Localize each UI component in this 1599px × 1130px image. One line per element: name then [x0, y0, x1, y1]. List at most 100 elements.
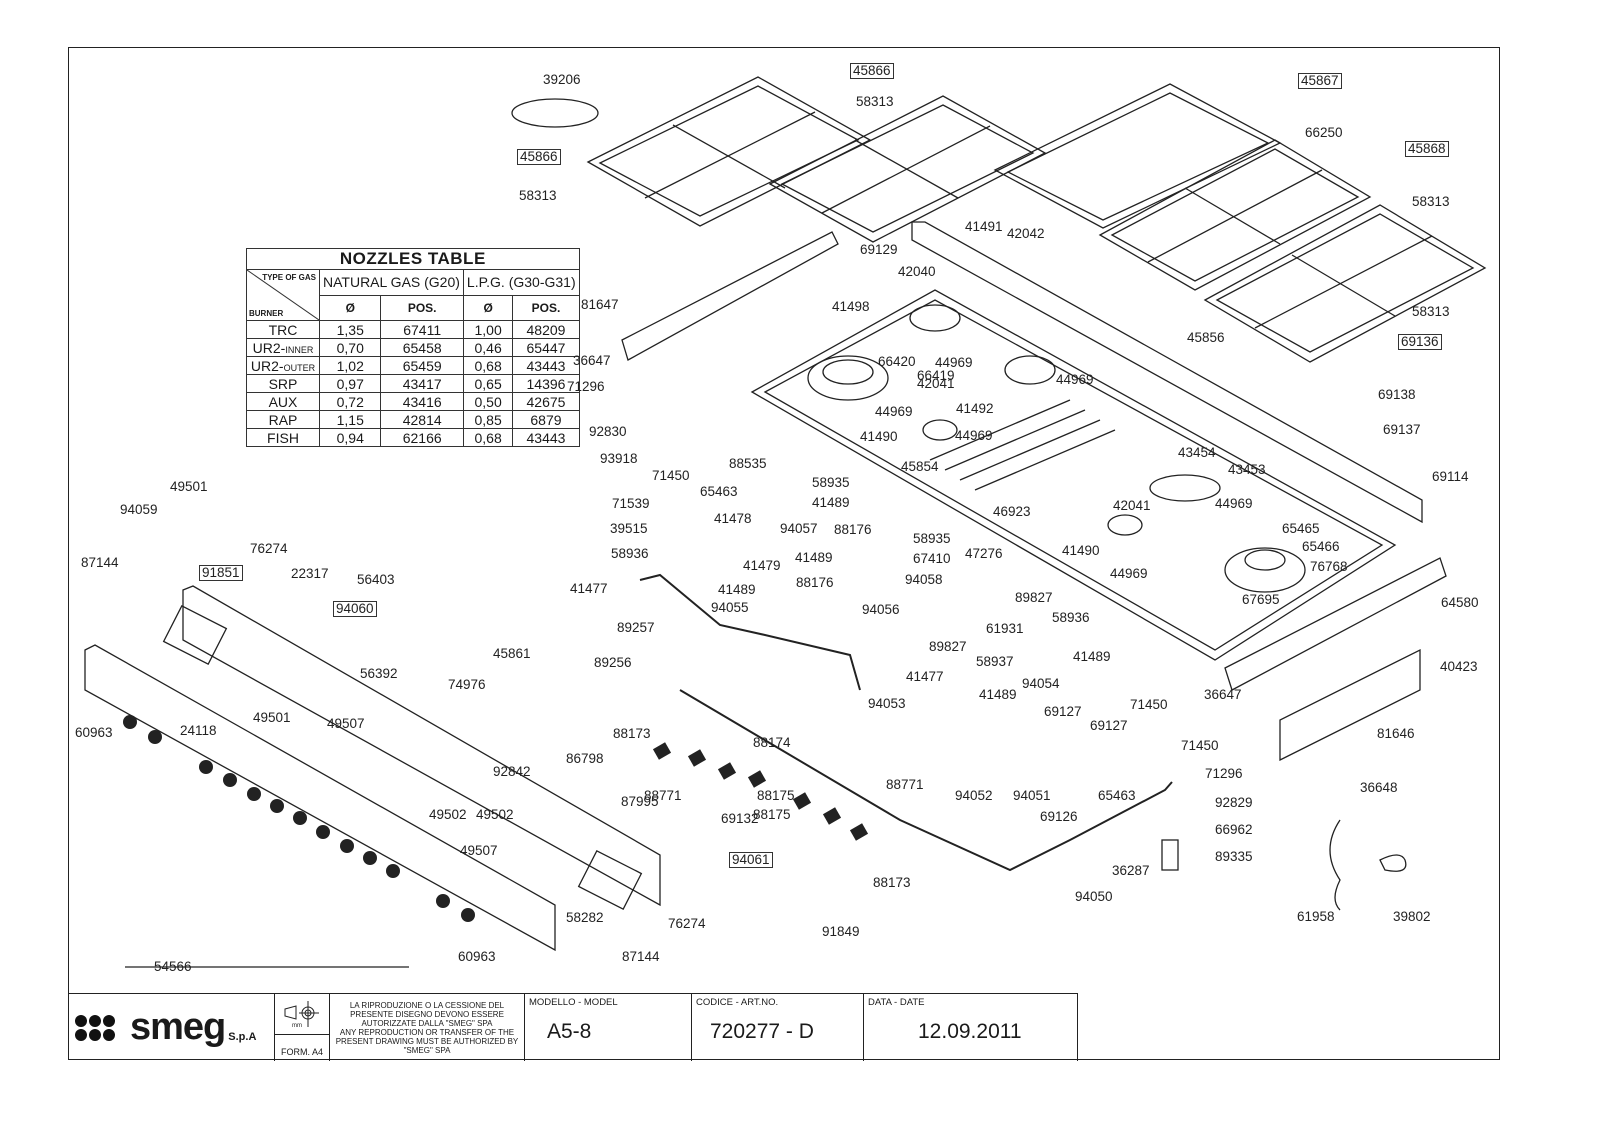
- part-label: 81646: [1377, 726, 1415, 741]
- nozzle-ng-d: 1,35: [318, 320, 382, 339]
- part-label: 45861: [493, 646, 531, 661]
- part-label: 58935: [913, 531, 951, 546]
- nozzle-lpg-pos: 43443: [512, 428, 580, 447]
- part-label-kit: 94061: [729, 852, 773, 868]
- part-label: 41489: [795, 550, 833, 565]
- part-label: 66420: [878, 354, 916, 369]
- part-label: 67410: [913, 551, 951, 566]
- part-label: 71296: [567, 379, 605, 394]
- smeg-logo: smeg S.p.A: [68, 994, 275, 1061]
- part-label: 92842: [493, 764, 531, 779]
- part-label: 36647: [1204, 687, 1242, 702]
- nozzle-ng-d: 0,70: [318, 338, 382, 357]
- burner-code: TRC: [268, 321, 298, 338]
- part-label: 88535: [729, 456, 767, 471]
- part-label: 92830: [589, 424, 627, 439]
- brand-wordmark: smeg: [130, 1006, 226, 1048]
- part-label: 49501: [170, 479, 208, 494]
- grate-middle: [768, 95, 1047, 243]
- part-label: 94055: [711, 600, 749, 615]
- part-label: 41489: [1073, 649, 1111, 664]
- part-label: 58313: [856, 94, 894, 109]
- nozzle-lpg-pos: 6879: [512, 410, 580, 429]
- part-label-kit: 69136: [1398, 334, 1442, 350]
- part-label: 71450: [1181, 738, 1219, 753]
- part-label-kit: 94060: [333, 601, 377, 617]
- part-label: 66962: [1215, 822, 1253, 837]
- form-size: FORM. A4: [280, 1047, 323, 1057]
- part-label: 42041: [1113, 498, 1151, 513]
- side-rail-left: [621, 231, 839, 361]
- part-label: 36647: [573, 353, 611, 368]
- hob-tray: [750, 289, 1397, 661]
- model-caption: MODELLO - MODEL: [529, 997, 618, 1008]
- part-label: 39206: [543, 72, 581, 87]
- part-label: 47276: [965, 546, 1003, 561]
- part-label: 41491: [965, 219, 1003, 234]
- part-label: 60963: [75, 725, 113, 740]
- part-label: 45856: [1187, 330, 1225, 345]
- part-label-kit: 45868: [1405, 141, 1449, 157]
- part-label: 87144: [81, 555, 119, 570]
- part-label: 41479: [743, 558, 781, 573]
- part-label: 94053: [868, 696, 906, 711]
- part-label: 65466: [1302, 539, 1340, 554]
- part-label: 54566: [154, 959, 192, 974]
- nozzle-ng-d: 0,94: [318, 428, 382, 447]
- part-label: 41492: [956, 401, 994, 416]
- part-label: 42040: [898, 264, 936, 279]
- part-label: 71539: [612, 496, 650, 511]
- part-label: 88176: [796, 575, 834, 590]
- part-label: 69127: [1090, 718, 1128, 733]
- burner-code: UR2-: [250, 357, 284, 374]
- date-field: DATA - DATE 12.09.2011: [864, 994, 1078, 1061]
- company-suffix: S.p.A: [228, 1030, 257, 1043]
- part-label: 58313: [1412, 194, 1450, 209]
- front-panel-bracket: [1279, 648, 1421, 762]
- part-label: 81647: [581, 297, 619, 312]
- nozzle-ng-pos: 62166: [380, 428, 464, 447]
- part-label: 49502: [429, 807, 467, 822]
- part-label: 64580: [1441, 595, 1479, 610]
- nozzle-lpg-d: 0,68: [462, 356, 514, 375]
- nozzle-ng-pos: 43417: [380, 374, 464, 393]
- part-label: 69137: [1383, 422, 1421, 437]
- nozzle-lpg-d: 1,00: [462, 320, 514, 339]
- header-diagonal-cell: TYPE OF GAS BURNER: [246, 269, 320, 321]
- part-label: 44969: [1056, 372, 1094, 387]
- model-field: MODELLO - MODEL A5-8: [525, 994, 692, 1061]
- part-label: 58282: [566, 910, 604, 925]
- part-label: 76274: [250, 541, 288, 556]
- part-label: 24118: [180, 723, 217, 738]
- clock-module-2: [577, 849, 643, 911]
- part-label: 87995: [621, 794, 659, 809]
- title-block: smeg S.p.A mm FORM. A4 LA RIPRODUZIONE O…: [68, 993, 1078, 1061]
- burner-name: RAP: [246, 410, 320, 429]
- nozzle-lpg-pos: 43443: [512, 356, 580, 375]
- date-value: 12.09.2011: [918, 1020, 1022, 1043]
- burner-code: AUX: [268, 393, 298, 410]
- part-label: 88771: [886, 777, 924, 792]
- part-label: 65465: [1282, 521, 1320, 536]
- grate-right: [1098, 139, 1372, 291]
- part-label: 41477: [906, 669, 944, 684]
- nozzle-ng-pos: 65459: [380, 356, 464, 375]
- part-label: 44969: [1215, 496, 1253, 511]
- part-label: 65463: [1098, 788, 1136, 803]
- projection-symbol-cell: mm FORM. A4: [275, 994, 330, 1061]
- part-label: 56392: [360, 666, 398, 681]
- nozzle-lpg-d: 0,50: [462, 392, 514, 411]
- part-label: 69114: [1432, 469, 1469, 484]
- logo-dots-icon: [74, 1014, 126, 1042]
- clock-module: [162, 604, 228, 666]
- part-label: 41490: [1062, 543, 1100, 558]
- nozzle-lpg-d: 0,85: [462, 410, 514, 429]
- side-rail-right: [1224, 557, 1447, 691]
- projection-symbol: mm: [275, 994, 329, 1035]
